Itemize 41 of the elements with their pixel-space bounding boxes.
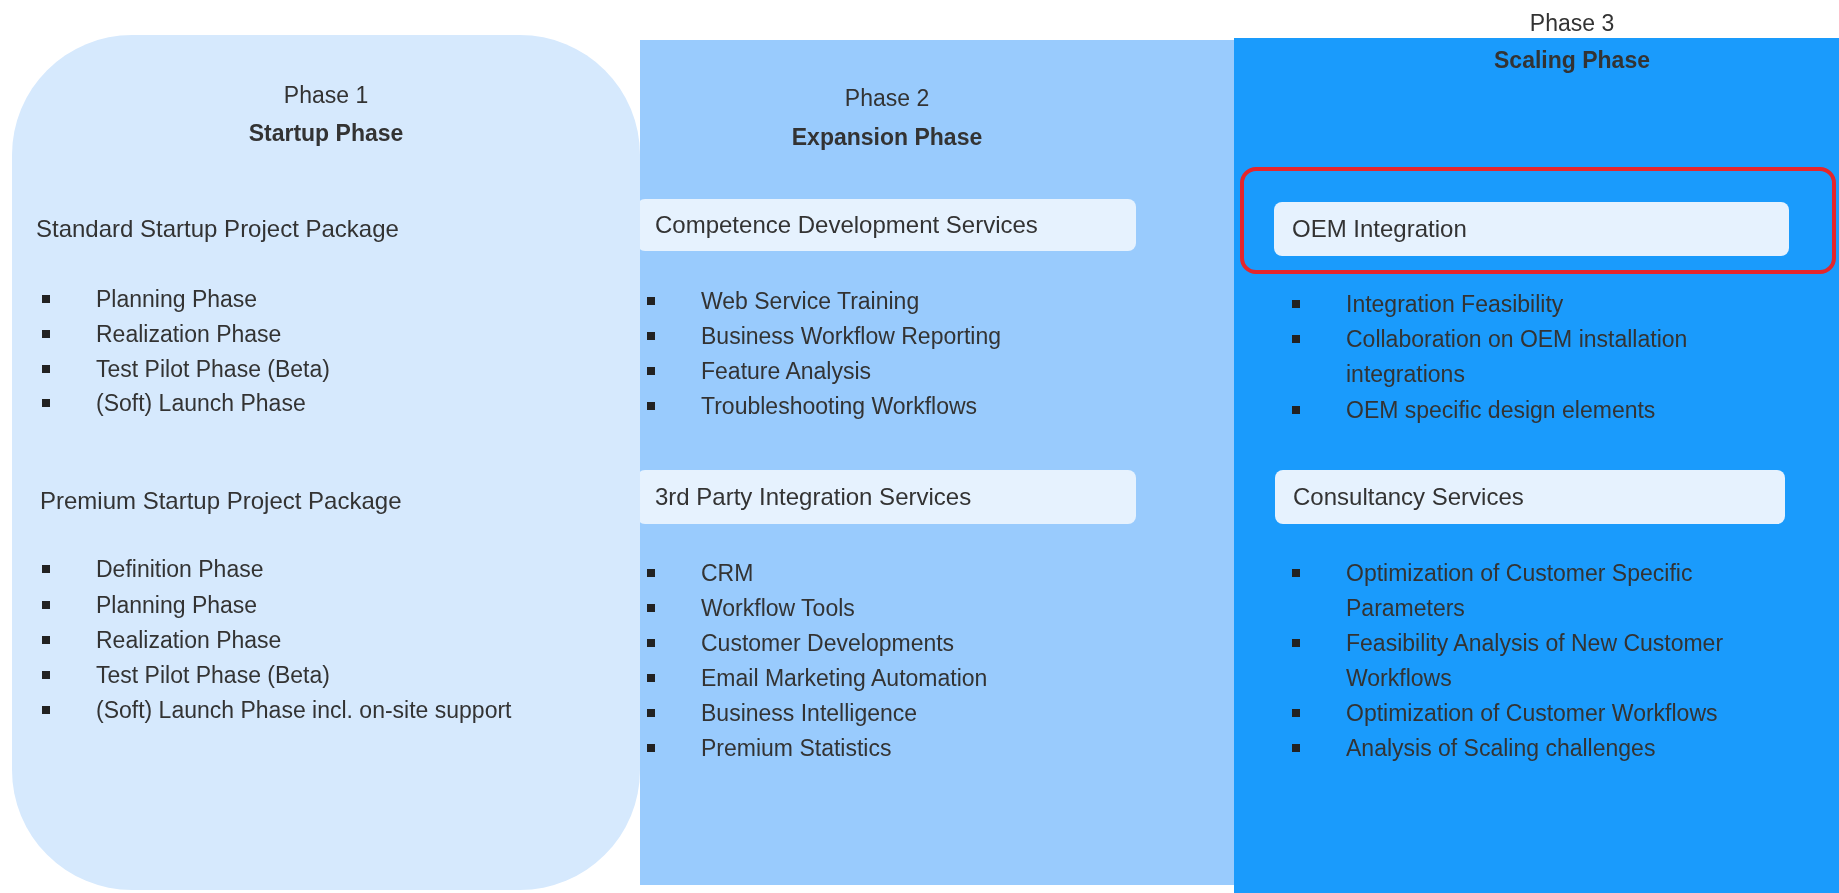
phase-label: Phase 2 (843, 84, 931, 113)
phase-label: Phase 1 (282, 81, 370, 110)
list-item: Planning Phase (40, 588, 630, 623)
section-heading: Standard Startup Project Package (36, 214, 400, 244)
list-item: Business Intelligence (645, 696, 1205, 731)
list-item: Collaboration on OEM installation integrations (1290, 322, 1760, 392)
list-item: Planning Phase (40, 282, 600, 317)
list-item: Definition Phase (40, 552, 630, 587)
list-item: Email Marketing Automation (645, 661, 1205, 696)
list-item: Feature Analysis (645, 354, 1205, 389)
list-item: (Soft) Launch Phase incl. on-site support (40, 693, 630, 728)
list-item: Realization Phase (40, 317, 600, 352)
list-item: Business Workflow Reporting (645, 319, 1205, 354)
phase-title: Startup Phase (247, 119, 405, 148)
section-heading: Premium Startup Project Package (40, 486, 403, 516)
list-item: Troubleshooting Workflows (645, 389, 1205, 424)
list-item: Premium Statistics (645, 731, 1205, 766)
phase-title: Scaling Phase (1493, 46, 1651, 75)
section-header-box: OEM Integration (1274, 202, 1789, 256)
list-item: Feasibility Analysis of New Customer Workflows (1290, 626, 1760, 696)
phase-panel (12, 35, 640, 890)
list-item: Realization Phase (40, 623, 630, 658)
list-item: CRM (645, 556, 1205, 591)
list-item: OEM specific design elements (1290, 393, 1790, 428)
highlight-outline (1240, 167, 1836, 274)
phase-title: Expansion Phase (790, 123, 984, 152)
phase-label: Phase 3 (1528, 9, 1616, 38)
list-item: (Soft) Launch Phase (40, 386, 600, 421)
section-header-box: Competence Development Services (637, 199, 1136, 251)
list-item: Test Pilot Phase (Beta) (40, 658, 630, 693)
list-item: Workflow Tools (645, 591, 1205, 626)
list-item: Test Pilot Phase (Beta) (40, 352, 600, 387)
phase-panel (640, 40, 1234, 885)
list-item: Optimization of Customer Workflows (1290, 696, 1810, 731)
list-item: Optimization of Customer Specific Parameters (1290, 556, 1760, 626)
list-item: Analysis of Scaling challenges (1290, 731, 1810, 766)
list-item: Customer Developments (645, 626, 1205, 661)
list-item: Web Service Training (645, 284, 1205, 319)
list-item: Integration Feasibility (1290, 287, 1790, 322)
section-header-box: 3rd Party Integration Services (637, 470, 1136, 524)
section-header-box: Consultancy Services (1275, 470, 1785, 524)
